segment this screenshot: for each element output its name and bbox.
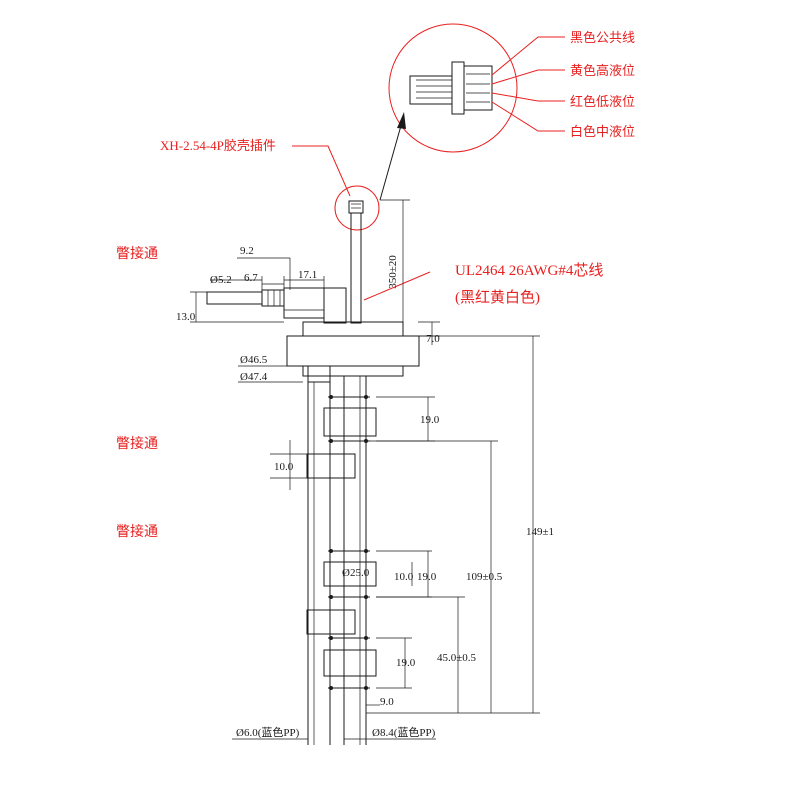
callout-circle [388, 23, 518, 153]
dim-7-0: 7.0 [426, 333, 440, 345]
float-3: 19.0 [323, 636, 416, 690]
dim-float2-od: Ø25.0 [342, 567, 370, 579]
float-2: Ø25.0 10.0 19.0 [323, 549, 437, 599]
dim-47-4: Ø47.4 [240, 371, 268, 383]
dim-9-0: 9.0 [380, 696, 394, 708]
stem [307, 376, 367, 745]
connector-callout: 黑色公共线 黄色高液位 红色低液位 白色中液位 [388, 23, 635, 153]
dim-float3: 19.0 [396, 657, 416, 669]
sleeve-2 [306, 609, 356, 635]
pin-leader-4 [491, 101, 565, 132]
pin-leader-3 [491, 92, 565, 102]
pin-label: 白色中液位 [570, 124, 635, 140]
dim-109: 109±0.5 [466, 571, 503, 583]
cable-label: UL2464 26AWG#4芯线 [455, 262, 603, 279]
pin-label: 黑色公共线 [570, 30, 635, 46]
detail-circle [334, 185, 380, 231]
sleeve: 10.0 [270, 440, 356, 490]
dim-9-2: 9.2 [240, 245, 254, 257]
dim-17-1: 17.1 [298, 269, 317, 281]
arrow-head [397, 112, 406, 129]
dim-45: 45.0±0.5 [437, 652, 477, 664]
side-note: 瞥接通 [116, 523, 158, 540]
bottom-dimensions: Ø6.0(蓝色PP) Ø8.4(蓝色PP) [232, 720, 436, 745]
cable-leader [363, 271, 431, 301]
cable [350, 212, 362, 324]
side-note: 瞥接通 [116, 435, 158, 452]
head-assembly: 9.2 Ø5.2 6.7 17.1 13.0 [176, 245, 347, 324]
dim-float1: 19.0 [420, 414, 440, 426]
dim-cable-length: 350±20 [387, 255, 399, 289]
connector-flange [451, 61, 465, 115]
connector-label: XH-2.54-4P胶壳插件 [160, 138, 276, 153]
dim-5-2: Ø5.2 [210, 274, 232, 286]
dim-stem-od: Ø8.4(蓝色PP) [372, 725, 436, 739]
connector-body [463, 65, 493, 111]
side-note: 瞥接通 [116, 245, 158, 262]
connector-leader [292, 145, 351, 197]
pin-leader-2 [491, 69, 565, 85]
pin-leader-1 [491, 36, 565, 76]
long-dimensions: 149±1 109±0.5 45.0±0.5 9.0 [366, 335, 554, 714]
flange: 7.0 Ø46.5 Ø47.4 [238, 321, 440, 383]
dim-6-7: 6.7 [244, 272, 258, 284]
dim-total: 149±1 [526, 526, 554, 538]
float-1: 19.0 [323, 395, 440, 443]
cable-colors: (黑红黄白色) [455, 289, 540, 306]
dim-13-0: 13.0 [176, 311, 196, 323]
pin-label: 黄色高液位 [570, 63, 635, 79]
callout-arrow [379, 121, 403, 201]
pin-label: 红色低液位 [570, 94, 635, 110]
dim-float2: 19.0 [417, 571, 437, 583]
dim-rod-od: Ø6.0(蓝色PP) [236, 725, 300, 739]
dim-float2-gap: 10.0 [394, 571, 414, 583]
dim-sleeve: 10.0 [274, 461, 294, 473]
dim-46-5: Ø46.5 [240, 354, 268, 366]
